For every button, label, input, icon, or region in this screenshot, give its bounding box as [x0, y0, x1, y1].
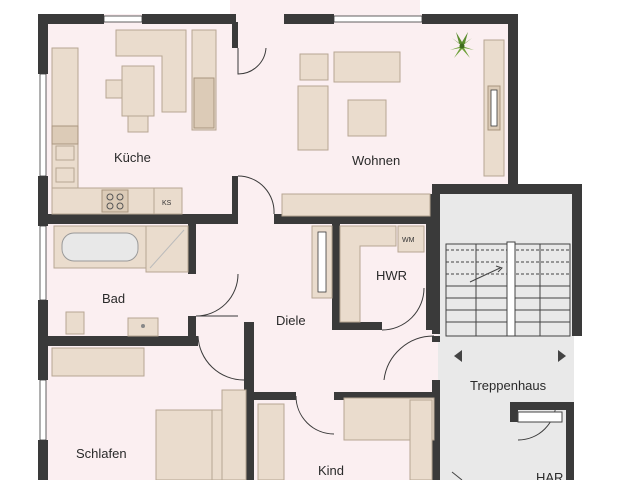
hwr-furniture: [311, 225, 425, 323]
plant-icon: [450, 32, 474, 58]
kitchen-furniture: [51, 29, 217, 215]
room-label-utility: HWR: [376, 268, 407, 283]
floor-living-extension: [230, 0, 420, 16]
floor-stairwell: [438, 194, 574, 480]
room-label-living: Wohnen: [352, 153, 400, 168]
living-furniture: [281, 39, 505, 217]
room-label-bath: Bad: [102, 291, 125, 306]
room-label-child: Kind: [318, 463, 344, 478]
room-label-stairwell: Treppenhaus: [470, 378, 547, 393]
walls: [38, 14, 582, 480]
stairs: [445, 241, 571, 480]
room-label-kitchen: Küche: [114, 150, 151, 165]
bedroom-furniture: [51, 347, 285, 480]
room-label-hall: Diele: [276, 313, 306, 328]
washer-label: WM: [402, 237, 415, 244]
bath-furniture: [53, 225, 189, 337]
child-furniture: [343, 397, 435, 480]
room-label-har: HAR: [536, 470, 563, 480]
fridge-label: KS: [162, 200, 172, 207]
room-label-bedroom: Schlafen: [76, 446, 127, 461]
doors: [195, 47, 557, 441]
